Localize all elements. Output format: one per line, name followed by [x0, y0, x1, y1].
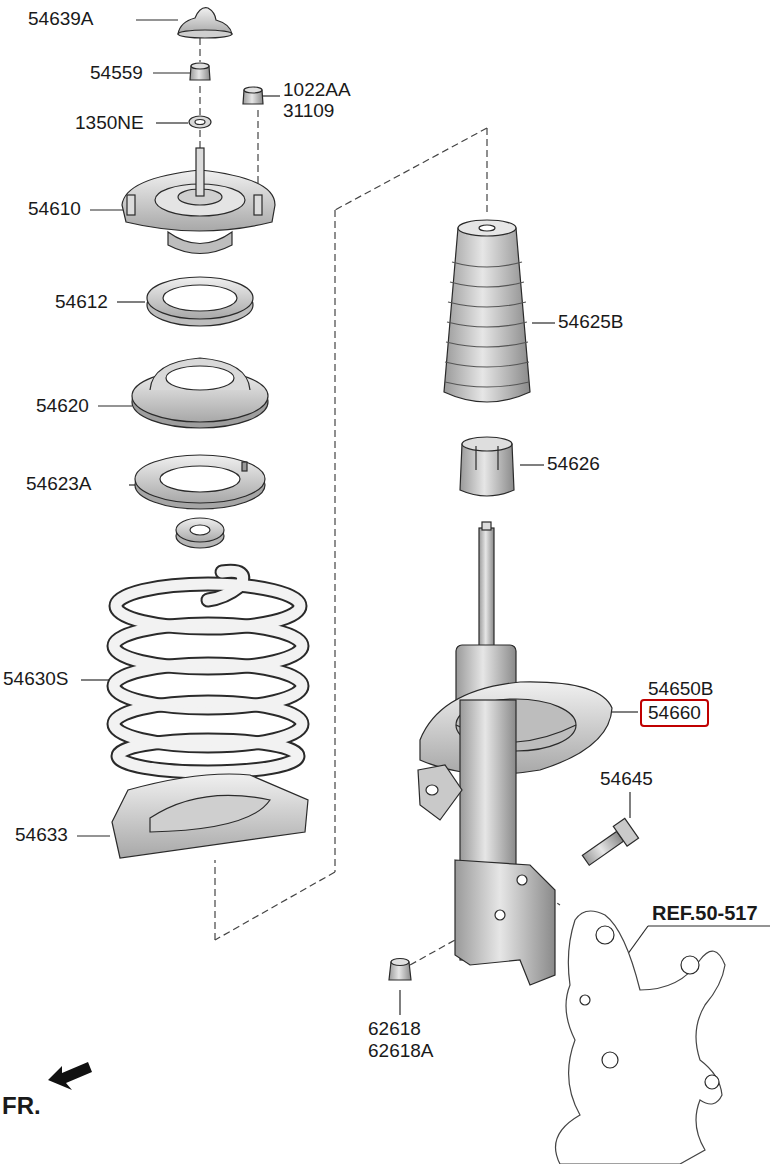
callout-number: 54610 — [28, 198, 81, 220]
callout-number: 54630S — [3, 668, 69, 690]
callout-number: 31109 — [283, 100, 334, 122]
callout-number: 1022AA — [283, 79, 351, 101]
callout-number: 54625B — [558, 311, 624, 333]
reference-label: FR. — [2, 1092, 41, 1120]
callout-number: 54633 — [15, 824, 68, 846]
callout-number: 54645 — [600, 768, 653, 790]
callout-number: 54650B — [648, 678, 714, 700]
callout-number: 54612 — [55, 291, 108, 313]
callout-number: 54559 — [90, 62, 143, 84]
callout-number: 54623A — [26, 473, 92, 495]
callout-number: 54660 — [648, 702, 701, 724]
callout-number: 1350NE — [75, 112, 144, 134]
reference-label: REF.50-517 — [652, 902, 758, 925]
callout-number: 54626 — [547, 453, 600, 475]
highlighted-callout-box: 54660 — [640, 699, 709, 727]
callout-number: 54639A — [28, 8, 94, 30]
callout-number: 62618A — [368, 1040, 434, 1062]
callout-number: 54620 — [36, 395, 89, 417]
callout-number: 62618 — [368, 1018, 421, 1040]
